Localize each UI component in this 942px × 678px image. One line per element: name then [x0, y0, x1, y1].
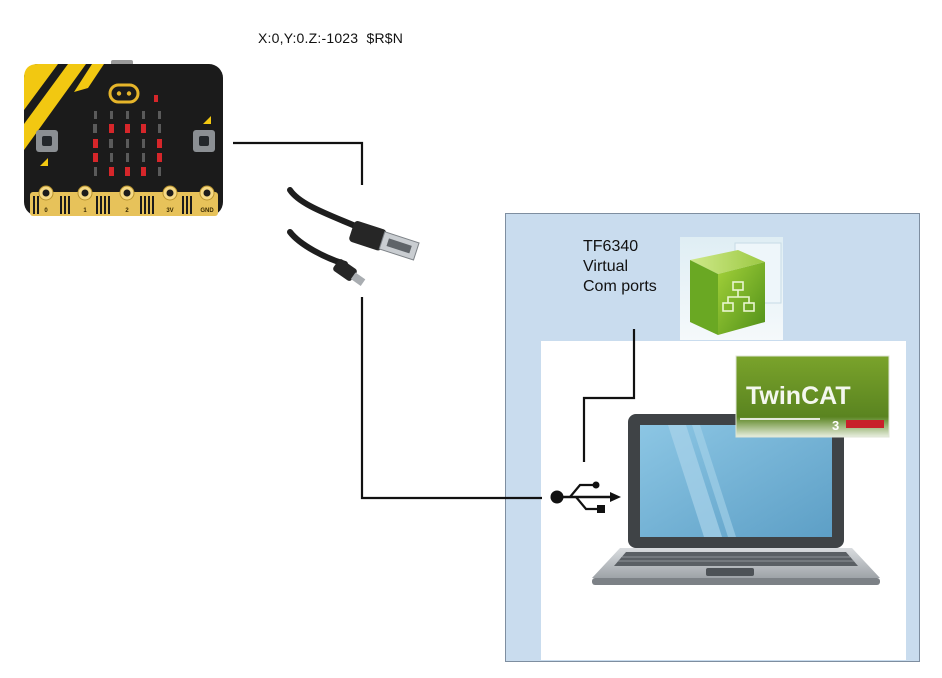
- tf6340-label-line2: Virtual: [583, 258, 629, 275]
- microbit-stripe: [24, 64, 86, 150]
- tf6340-label-line1: TF6340: [583, 238, 639, 255]
- microbit-stripe: [24, 64, 58, 110]
- laptop-screen: [640, 425, 832, 537]
- microbit-button-a: [36, 130, 58, 166]
- microbit-body: [24, 64, 223, 216]
- laptop-touchpad: [706, 568, 754, 576]
- pin-label-3v: 3V: [166, 208, 173, 214]
- tf6340-label: TF6340 Virtual Com ports: [583, 237, 657, 297]
- microbit-logo: [108, 83, 140, 104]
- pin-label-0: 0: [44, 208, 48, 214]
- microbit-button-b: [193, 116, 215, 152]
- pin-label-1: 1: [83, 208, 87, 214]
- twincat-brand-text: TwinCAT: [746, 382, 851, 410]
- twincat-logo: TwinCAT 3: [735, 355, 890, 438]
- twincat-version: 3: [832, 418, 839, 433]
- beckhoff-badge: [846, 420, 884, 428]
- cable-to-pc-line: [360, 297, 542, 500]
- microbit-board: 0 1 2 3V GND: [24, 60, 223, 216]
- tf6340-cube-icon: [680, 237, 783, 340]
- pin-label-gnd: GND: [200, 208, 214, 214]
- microbit-to-cable-line: [233, 141, 364, 185]
- pin-label-2: 2: [125, 208, 129, 214]
- microbit-led-matrix: [93, 111, 162, 176]
- microbit-edge-connector: 0 1 2 3V GND: [30, 185, 218, 216]
- serial-output-text: X:0,Y:0.Z:-1023 $R$N: [258, 30, 404, 46]
- usb-icon: [550, 481, 621, 513]
- tf6340-label-line3: Com ports: [583, 278, 657, 295]
- laptop-keyboard: [614, 552, 858, 566]
- tf-to-usb-line: [582, 329, 636, 462]
- usb-cable-icon: [287, 187, 420, 286]
- laptop-icon: [592, 414, 880, 585]
- microbit-stripe: [74, 64, 104, 92]
- connection-lines: [233, 141, 636, 500]
